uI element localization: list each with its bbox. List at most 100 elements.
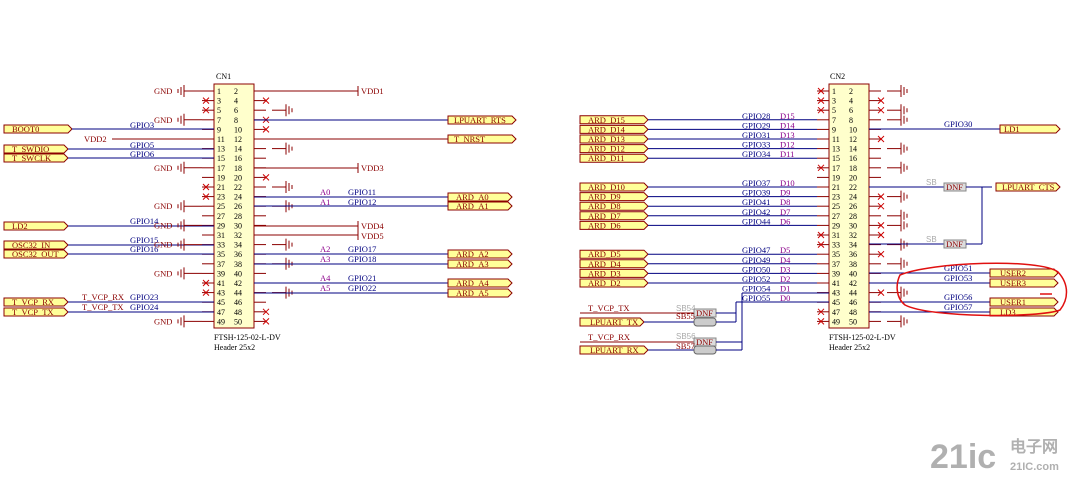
cn2-gpio-label: GPIO33 <box>742 140 770 150</box>
port-ard-d-label: ARD_D15 <box>588 115 625 125</box>
pin-label: 20 <box>234 173 242 182</box>
pin-label: 31 <box>217 231 225 240</box>
cn2-gpio-label: GPIO54 <box>742 284 771 294</box>
port-lpuart-rts-label: LPUART_RTS <box>454 115 506 125</box>
port-ard-d <box>579 278 649 288</box>
pin-label: 45 <box>217 298 225 307</box>
watermark-21ic: 21ic <box>930 438 996 476</box>
pin-label: 18 <box>234 164 242 173</box>
port-ard-d <box>579 124 649 134</box>
pin-label: 38 <box>234 260 242 269</box>
pin-label: 24 <box>849 193 857 202</box>
port-user3 <box>989 278 1059 288</box>
pin-label: 33 <box>832 241 840 250</box>
cn1-net-vcp-tx: T_VCP_TX <box>82 302 124 312</box>
cn2-connector: CN2 135791113151719212325272931333537394… <box>817 72 896 352</box>
pin-label: 33 <box>217 241 225 250</box>
pin-label: 6 <box>234 106 238 115</box>
cn2-gpio51: GPIO51 <box>944 263 972 273</box>
gnd-label: GND <box>154 86 172 96</box>
pin-label: 8 <box>234 116 238 125</box>
pin-label: 50 <box>234 317 242 326</box>
pin-label: 8 <box>849 116 853 125</box>
cn2-dnf-2: DNF <box>946 239 963 249</box>
cn2-gpio-label: GPIO31 <box>742 130 770 140</box>
port-t-vcp-rx <box>3 297 69 307</box>
cn2-gpio-label: GPIO28 <box>742 111 770 121</box>
pin-label: 19 <box>832 173 840 182</box>
gnd-label: GND <box>154 115 172 125</box>
pin-label: 2 <box>234 87 238 96</box>
port-ard-a3 <box>447 259 513 269</box>
cn1-vdd2: VDD2 <box>84 134 107 144</box>
cn1-part: FTSH-125-02-L-DV <box>214 333 281 342</box>
pin-label: 12 <box>849 135 857 144</box>
cn1-gpio18: GPIO18 <box>348 254 376 264</box>
port-osc32-in-label: OSC32_IN <box>12 240 50 250</box>
port-ard-a2-label: ARD_A2 <box>456 249 489 259</box>
pin-label: 26 <box>234 202 242 211</box>
pin-label: 27 <box>832 212 840 221</box>
pin-label: 36 <box>849 250 857 259</box>
cn2-gpio-label: GPIO39 <box>742 188 770 198</box>
port-ard-d-label: ARD_D14 <box>588 124 626 134</box>
cn2-desc: Header 25x2 <box>829 343 870 352</box>
pin-label: 17 <box>217 164 225 173</box>
port-boot0 <box>3 124 73 134</box>
sb55: SB55 <box>676 311 695 321</box>
cn1-ref: CN1 <box>216 72 231 81</box>
cn1-gpio23: GPIO23 <box>130 292 158 302</box>
pin-label: 1 <box>217 87 221 96</box>
watermark-cn: 电子网 <box>1010 437 1058 456</box>
port-ard-d <box>579 220 649 230</box>
port-ard-a4-label: ARD_A4 <box>456 278 489 288</box>
pin-label: 20 <box>849 173 857 182</box>
pin-label: 14 <box>849 145 857 154</box>
pin-label: 15 <box>832 154 840 163</box>
pin-label: 37 <box>832 260 840 269</box>
port-t-vcp-tx <box>3 307 69 317</box>
pin-label: 29 <box>832 221 840 230</box>
pin-label: 7 <box>217 116 221 125</box>
pin-label: 41 <box>832 279 840 288</box>
port-boot0-label: BOOT0 <box>12 124 39 134</box>
cn1-gpio5: GPIO5 <box>130 140 154 150</box>
port-ard-d-label: ARD_D10 <box>588 182 625 192</box>
port-ard-d <box>579 192 649 202</box>
pin-label: 22 <box>849 183 857 192</box>
cn2-part: FTSH-125-02-L-DV <box>829 333 896 342</box>
pin-label: 48 <box>234 308 242 317</box>
cn2-ref: CN2 <box>830 72 845 81</box>
gnd-label: GND <box>154 268 172 278</box>
pin-label: 35 <box>217 250 225 259</box>
cn2-d-label: D10 <box>780 178 795 188</box>
port-ard-d-label: ARD_D11 <box>588 153 625 163</box>
pin-label: 42 <box>234 279 242 288</box>
cn1-vdd1: VDD1 <box>361 86 384 96</box>
dnf-sb56: DNF <box>696 337 713 347</box>
port-ard-a5-label: ARD_A5 <box>456 288 489 298</box>
pin-label: 3 <box>832 97 836 106</box>
port-lpuart-cts-label: LPUART_CTS <box>1002 182 1055 192</box>
port-lpuart-tx-label: LPUART_TX <box>590 317 638 327</box>
pin-label: 25 <box>217 202 225 211</box>
port-ard-a1-label: ARD_A1 <box>456 201 489 211</box>
cn1-gpio11: GPIO11 <box>348 187 376 197</box>
pin-label: 5 <box>832 106 836 115</box>
cn2-gpio57: GPIO57 <box>944 302 972 312</box>
cn1-a3: A3 <box>320 254 330 264</box>
cn2-gpio-label: GPIO42 <box>742 207 770 217</box>
cn2-d-label: D5 <box>780 245 790 255</box>
cn2-d-label: D8 <box>780 197 790 207</box>
pin-label: 22 <box>234 183 242 192</box>
port-ard-a0 <box>447 192 513 202</box>
pin-label: 15 <box>217 154 225 163</box>
port-lpuart-rts <box>447 115 517 125</box>
port-t-vcp-rx-label: T_VCP_RX <box>12 297 54 307</box>
cn1-net-vcp-rx: T_VCP_RX <box>82 292 124 302</box>
pin-label: 18 <box>849 164 857 173</box>
cn2-sb-small-1: SB <box>926 178 937 187</box>
cn1-left-side: BOOT0 GPIO3 VDD2 T_SWDIO GPIO5 T_SWCLK G… <box>3 120 214 317</box>
pin-label: 47 <box>217 308 225 317</box>
